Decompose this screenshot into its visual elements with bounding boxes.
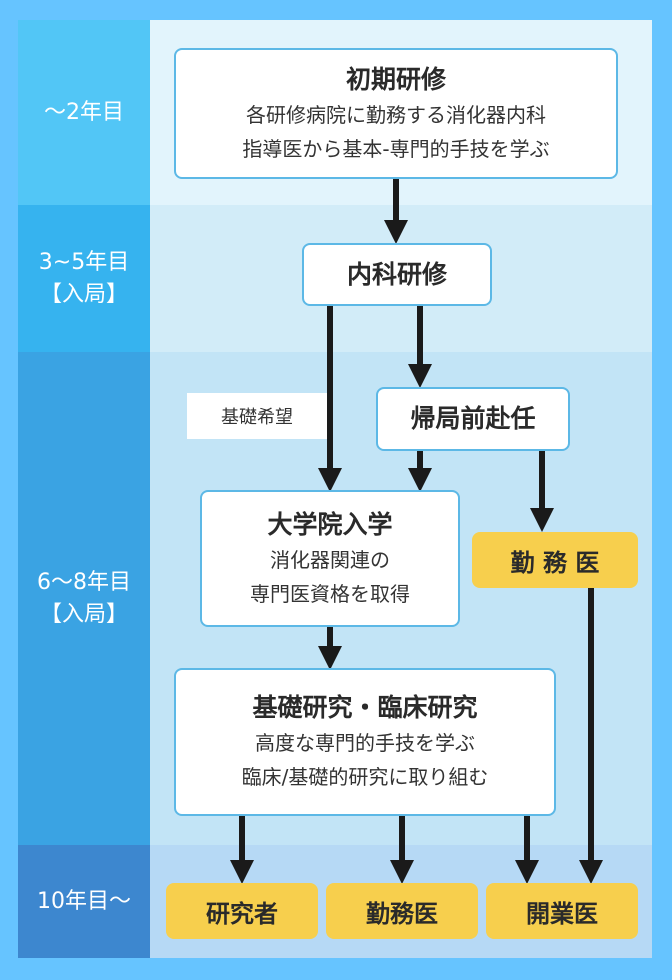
return-assignment-box: 帰局前赴任 (376, 387, 570, 451)
initial-training-box: 初期研修 各研修病院に勤務する消化器内科 指導医から基本-専門的手技を学ぶ (174, 48, 618, 179)
graduate-school-box: 大学院入学 消化器関連の 専門医資格を取得 (200, 490, 460, 627)
initial-training-line-2: 指導医から基本-専門的手技を学ぶ (242, 136, 550, 161)
researcher-box: 研究者 (166, 883, 318, 939)
kaigyoui-box: 開業医 (486, 883, 638, 939)
research-line-1: 高度な専門的手技を学ぶ (255, 731, 475, 755)
graduate-school-line-1: 消化器関連の (270, 547, 390, 572)
initial-training-title: 初期研修 (345, 64, 446, 94)
stage-label-year3-5: 3~5年目 【入局】 (18, 205, 150, 352)
research-line-2: 臨床/基礎的研究に取り組む (241, 765, 489, 789)
stage-label-year10: 10年目〜 (18, 845, 150, 958)
graduate-school-line-2: 専門医資格を取得 (250, 581, 410, 606)
stage-label-year3-5-text: 3~5年目 【入局】 (38, 249, 130, 307)
initial-training-line-1: 各研修病院に勤務する消化器内科 (246, 102, 546, 127)
graduate-school-title: 大学院入学 (267, 509, 393, 539)
research-box: 基礎研究・臨床研究 高度な専門的手技を学ぶ 臨床/基礎的研究に取り組む (174, 668, 556, 816)
kinmui-mid-box: 勤 務 医 (472, 532, 638, 588)
stage-label-year2: 〜2年目 (18, 20, 150, 205)
kinmui-box: 勤務医 (326, 883, 478, 939)
basic-research-tag: 基礎希望 (187, 393, 327, 439)
stage-label-year6-8: 6〜8年目 【入局】 (18, 352, 150, 845)
internal-training-title: 内科研修 (346, 259, 447, 289)
research-title: 基礎研究・臨床研究 (252, 693, 478, 722)
return-assignment-title: 帰局前赴任 (410, 404, 536, 433)
internal-training-box: 内科研修 (302, 243, 492, 306)
stage-label-year6-8-text: 6〜8年目 【入局】 (37, 569, 131, 627)
